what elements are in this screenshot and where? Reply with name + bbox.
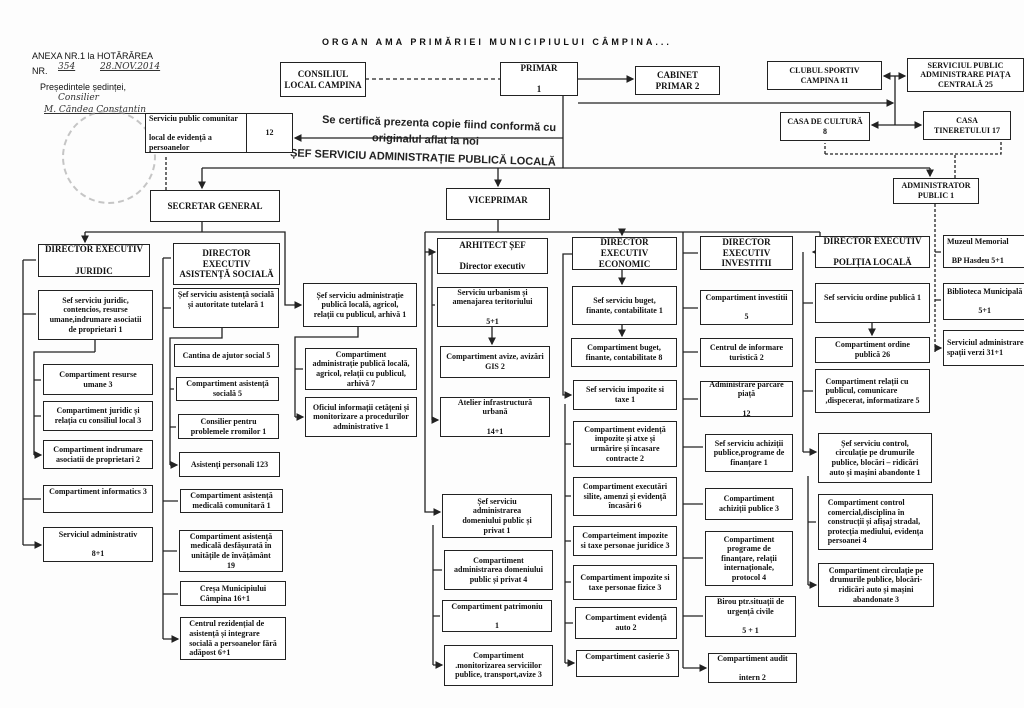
node-compartiment-buget: Compartiment buget, finante, contabilita…: [571, 338, 677, 367]
node-asistenti-personali: Asistenți personali 123: [179, 452, 280, 477]
node-birou-urgenta: Birou ptr.situații de urgență civile 5 +…: [705, 596, 796, 637]
node-consiliul-local: CONSILIUL LOCAL CAMPINA: [280, 62, 366, 97]
node-sef-domeniu-public: Șef serviciu administrarea domeniului pu…: [442, 494, 552, 538]
node-sef-ordine-publica: Sef serviciu ordine publică 1: [815, 283, 930, 323]
node-administrator-public: ADMINISTRATOR PUBLIC 1: [893, 178, 979, 204]
node-cabinet-primar: CABINET PRIMAR 2: [635, 66, 720, 95]
node-sef-asistenta-sociala: Șef serviciu asistență socială și autori…: [173, 288, 279, 328]
node-compartiment-ordine-publica: Compartiment ordine publică 26: [815, 337, 930, 363]
node-primar: PRIMAR 1: [500, 62, 578, 96]
node-director-asistenta-sociala: DIRECTOR EXECUTIV ASISTENȚĂ SOCIALĂ: [173, 243, 280, 285]
node-compartiment-investitii: Compartiment investitii 5: [700, 290, 793, 325]
node-casa-tineretului: CASA TINERETULUI 17: [923, 111, 1011, 140]
node-consilier-rromi: Consilier pentru problemele rromilor 1: [178, 414, 279, 439]
node-cantina-ajutor-social: Cantina de ajutor social 5: [174, 344, 279, 367]
node-compartiment-administratie-publica: Compartiment administrație publică local…: [305, 348, 417, 390]
node-compartiment-patrimoniu: Compartiment patrimoniu 1: [442, 600, 552, 632]
node-sef-impozite: Sef serviciu impozite si taxe 1: [573, 380, 677, 410]
node-atelier-infrastructura: Atelier infrastructură urbană 14+1: [440, 397, 550, 437]
node-sef-serviciu-juridic: Sef serviciu juridic, contencios, resurs…: [38, 290, 153, 340]
node-compartiment-avize: Compartiment avize, avizări GIS 2: [440, 346, 550, 378]
node-centru-informare-turistica: Centrul de informare turistică 2: [700, 338, 793, 367]
node-serviciul-piata: SERVICIUL PUBLIC ADMINISTRARE PIAȚA CENT…: [907, 58, 1024, 92]
node-compartiment-programe: Compartiment programe de finanțare, rela…: [705, 531, 793, 586]
annex-label: ANEXA NR.1 la HOTĂRÂREA: [32, 51, 154, 61]
node-director-juridic: DIRECTOR EXECUTIV JURIDIC: [38, 244, 150, 277]
node-compartiment-domeniu-public: Compartiment administrarea domeniului pu…: [444, 550, 553, 590]
node-sef-achizitii: Sef serviciu achiziții publice,programe …: [705, 434, 793, 472]
node-secretar-general: SECRETAR GENERAL: [150, 190, 280, 222]
node-evidenta-auto: Compartiment evidență auto 2: [575, 607, 677, 639]
decision-number: 354: [58, 62, 76, 72]
node-biblioteca-municipala: Biblioteca Municipală 5+1: [943, 283, 1024, 320]
node-clubul-sportiv: CLUBUL SPORTIV CAMPINA 11: [767, 61, 882, 90]
node-compartiment-control-comercial: Compartiment control comercial,disciplin…: [818, 494, 933, 550]
decision-number-label: NR.: [32, 66, 48, 76]
node-compartiment-casierie: Compartiment casierie 3: [576, 650, 679, 677]
node-compartiment-resurse-umane: Compartiment resurse umane 3: [43, 364, 153, 395]
node-administrare-parcare: Administrare parcare piață 12: [700, 380, 793, 418]
node-compartiment-juridic: Compartiment juridic și relația cu consi…: [43, 401, 153, 431]
signature-role: Consilier: [58, 93, 99, 103]
node-viceprimar: VICEPRIMAR: [446, 188, 550, 220]
page-title: ORGAN AMA PRIMĂRIEI MUNICIPIULUI CÂMPINA…: [322, 37, 672, 47]
decision-date: 28.NOV.2014: [100, 62, 161, 72]
node-sef-administratie-publica: Șef serviciu administrație publică local…: [303, 283, 417, 327]
node-compartiment-audit: Compartiment audit intern 2: [708, 653, 797, 683]
node-compartiment-indrumare: Compartiment indrumare asociatii de prop…: [43, 440, 153, 469]
node-spclep-count: 12: [246, 113, 293, 153]
node-compartiment-monitorizare: Compartiment .monitorizarea serviciilor …: [444, 645, 553, 686]
node-oficiul-informatii: Oficiul informații cetățeni și monitoriz…: [305, 397, 417, 437]
node-serviciul-spatii-verzi: Serviciul administrare spații verzi 31+1: [943, 330, 1024, 366]
node-impozite-persoane-juridice: Comparteiment impozite si taxe personae …: [573, 526, 677, 556]
node-serviciul-administrativ: Serviciul administrativ 8+1: [43, 527, 153, 562]
node-director-investitii: DIRECTOR EXECUTIV INVESTITII: [700, 236, 793, 270]
node-cresa-municipiului: Creșa Municipiului Câmpina 16+1: [180, 581, 286, 606]
node-serviciu-urbanism: Serviciu urbanism și amenajarea teritori…: [437, 287, 548, 327]
node-compartiment-informatics: Compartiment informatics 3: [43, 485, 153, 513]
node-centru-rezidential: Centrul rezidențial de asistență și inte…: [180, 617, 286, 660]
node-compartiment-evidenta-impozite: Compartiment evidență impozite și atxe ș…: [573, 421, 677, 467]
node-compartiment-achizitii: Compartiment achiziții publice 3: [705, 488, 793, 520]
node-sef-serviciu-control: Șef serviciu control, circulație pe drum…: [818, 433, 932, 483]
node-asistenta-medicala-invatamant: Compartiment asistență medicală desfășur…: [179, 530, 283, 572]
node-director-economic: DIRECTOR EXECUTIV ECONOMIC: [572, 237, 677, 270]
node-asistenta-medicala-comunitara: Compartiment asistență medicală comunita…: [180, 489, 283, 513]
node-sef-buget: Sef serviciu buget, finante, contabilita…: [572, 286, 677, 325]
node-compartiment-executari: Compartiment executări silite, amenzi și…: [573, 477, 677, 516]
node-compartiment-circulatie: Compartiment circulație pe drumurile pub…: [818, 563, 934, 607]
signature-name: M. Căndea Constantin: [44, 105, 147, 115]
node-spclep: Serviciu public comunitar local de evide…: [145, 113, 247, 153]
node-compartiment-asistenta-sociala: Compartiment asistență socială 5: [176, 377, 279, 401]
node-casa-cultura: CASA DE CULTURĂ 8: [780, 112, 870, 141]
node-director-politia-locala: DIRECTOR EXECUTIV POLIȚIA LOCALĂ: [815, 236, 930, 268]
node-muzeul-memorial: Muzeul Memorial BP Hasdeu 5+1: [943, 235, 1024, 268]
node-compartiment-relatii-publicul: Compartiment relații cu publicul, comuni…: [815, 369, 930, 413]
node-impozite-persoane-fizice: Compartiment impozite si taxe personae f…: [573, 565, 677, 600]
node-arhitect-sef: ARHITECT ȘEF Director executiv: [437, 238, 548, 274]
official-seal: [62, 110, 156, 204]
president-label: Președintele ședinței,: [40, 82, 127, 92]
